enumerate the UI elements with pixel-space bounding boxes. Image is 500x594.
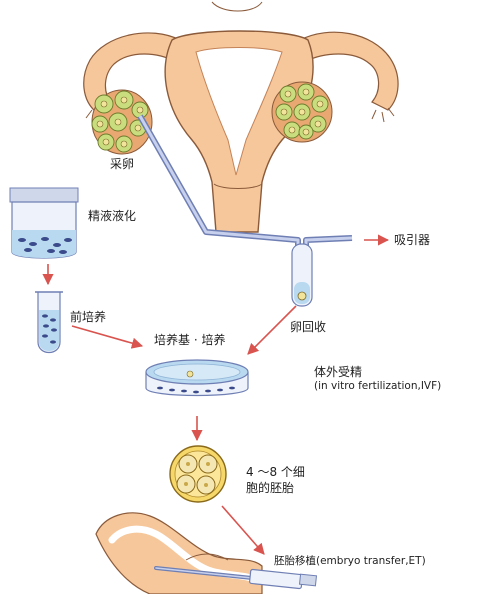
- embryo-transfer-label: 胚胎移植(embryo transfer,ET): [274, 555, 426, 567]
- ovary-icon: [91, 89, 153, 155]
- embryo-stage-line2: 胞的胚胎: [246, 481, 295, 495]
- catheter-icon: [154, 566, 318, 590]
- egg-retrieval-label: 采卵: [110, 157, 135, 171]
- test-tube-icon: [35, 291, 63, 354]
- suction-device-label: 吸引器: [394, 233, 431, 247]
- ivf-title-label: 体外受精: [314, 365, 363, 379]
- uterus-icon: [83, 1, 399, 233]
- egg-recovery-label: 卵回收: [290, 320, 327, 334]
- ovary-icon: [271, 81, 333, 143]
- specimen-jar-icon: [9, 187, 79, 259]
- arrow-from-egg-recovery: [247, 305, 297, 355]
- arrow-to-culture: [71, 325, 144, 349]
- culture-medium-label: 培养基 · 培养: [154, 333, 226, 347]
- embryo-icon: [169, 445, 227, 503]
- arrow-to-transfer: [221, 505, 265, 555]
- ivf-term-label: (in vitro fertilization,IVF): [314, 380, 442, 392]
- aspiration-tube-icon: [137, 114, 353, 307]
- pre-culture-label: 前培养: [70, 310, 107, 324]
- sperm-liquefaction-label: 精液液化: [88, 209, 137, 223]
- petri-dish-icon: [145, 359, 249, 397]
- embryo-stage-line1: 4 ～8 个细: [246, 465, 305, 479]
- uterus-icon: [95, 512, 263, 594]
